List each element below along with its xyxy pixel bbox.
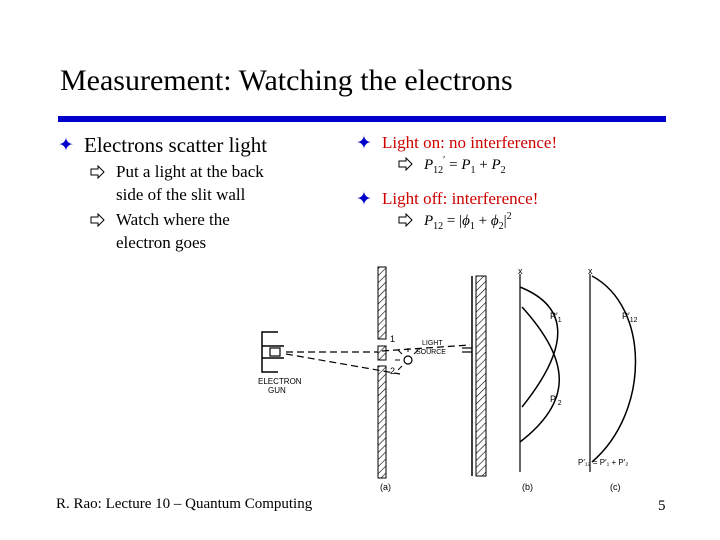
slit-wall xyxy=(377,266,387,479)
hollow-arrow-icon xyxy=(398,157,413,171)
left-sub1-line2: side of the slit wall xyxy=(116,185,246,204)
equation-light-off: P12 = |ϕ1 + ϕ2|2 xyxy=(424,211,512,232)
star-bullet-icon: ✦ xyxy=(356,133,372,154)
light-label: LIGHT xyxy=(422,340,443,347)
curve-p1 xyxy=(519,286,559,408)
backstop-screen xyxy=(462,275,487,477)
left-sub2-line2: electron goes xyxy=(116,233,207,252)
title-rule xyxy=(58,116,666,122)
hollow-arrow-icon xyxy=(398,213,413,227)
slit-1-label: 1 xyxy=(390,334,395,344)
caption-b: (b) xyxy=(522,482,533,492)
right-bullet-1: Light on: no interference! xyxy=(382,133,558,152)
curve-p12 xyxy=(591,275,637,463)
p1-label: P′1 xyxy=(550,311,562,324)
beam-line xyxy=(381,344,471,352)
footer-text: R. Rao: Lecture 10 – Quantum Computing xyxy=(56,496,313,512)
source-label: SOURCE xyxy=(416,349,446,356)
double-slit-figure: ELECTRON GUN 1 2 LIGHT SOURCE x P′1 P′2 … xyxy=(258,266,638,492)
caption-a: (a) xyxy=(380,482,391,492)
left-bullet: Electrons scatter light xyxy=(84,133,268,157)
electron-gun xyxy=(261,331,284,373)
equation-light-on: P12′ = P1 + P2 xyxy=(424,155,506,176)
slide-title: Measurement: Watching the electrons xyxy=(60,64,513,97)
beam-line xyxy=(285,353,401,375)
left-sub2-line1: Watch where the xyxy=(116,210,230,229)
left-sub1-line1: Put a light at the back xyxy=(116,162,264,181)
light-source-icon xyxy=(395,348,419,371)
sum-equation-label: P′₁₂ = P′₁ + P′₂ xyxy=(578,458,628,467)
electron-label: ELECTRON xyxy=(258,377,302,386)
hollow-arrow-icon xyxy=(90,165,105,179)
p12-label: P′12 xyxy=(622,311,638,324)
axis-c-x-label: x xyxy=(588,266,593,276)
caption-c: (c) xyxy=(610,482,621,492)
slit-2-label: 2 xyxy=(390,366,395,376)
curve-p2 xyxy=(519,306,560,443)
hollow-arrow-icon xyxy=(90,213,105,227)
star-bullet-icon: ✦ xyxy=(356,189,372,210)
page-number: 5 xyxy=(658,498,666,514)
right-bullet-2: Light off: interference! xyxy=(382,189,539,208)
p2-label: P′2 xyxy=(550,394,562,407)
axis-b-x-label: x xyxy=(518,266,523,276)
gun-label: GUN xyxy=(268,386,286,395)
star-bullet-icon: ✦ xyxy=(58,135,74,156)
